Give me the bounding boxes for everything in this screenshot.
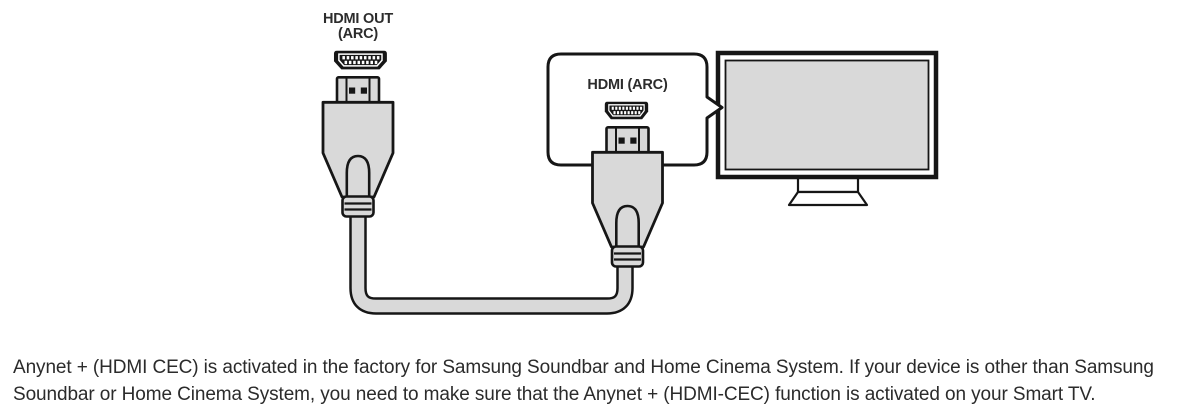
hdmi-out-arc-label: (ARC) xyxy=(338,26,378,42)
note-line-1: Anynet + (HDMI CEC) is activated in the … xyxy=(13,357,1154,378)
hdmi-port-icon xyxy=(333,50,388,71)
tv-screen xyxy=(724,59,930,171)
hdmi-cable xyxy=(349,210,634,315)
hdmi-port-icon xyxy=(604,101,649,120)
note-line-2: Soundbar or Home Cinema System, you need… xyxy=(13,383,1096,405)
hdmi-out-label: HDMI OUT xyxy=(323,11,393,27)
tv-icon xyxy=(715,50,939,207)
connection-diagram: HDMI OUT (ARC) HDMI (ARC) xyxy=(321,11,939,315)
hdmi-plug-icon xyxy=(321,75,395,218)
hdmi-arc-label: HDMI (ARC) xyxy=(587,77,668,93)
instruction-note: Anynet + (HDMI CEC) is activated in the … xyxy=(13,355,1154,408)
tv-stand xyxy=(787,174,869,207)
